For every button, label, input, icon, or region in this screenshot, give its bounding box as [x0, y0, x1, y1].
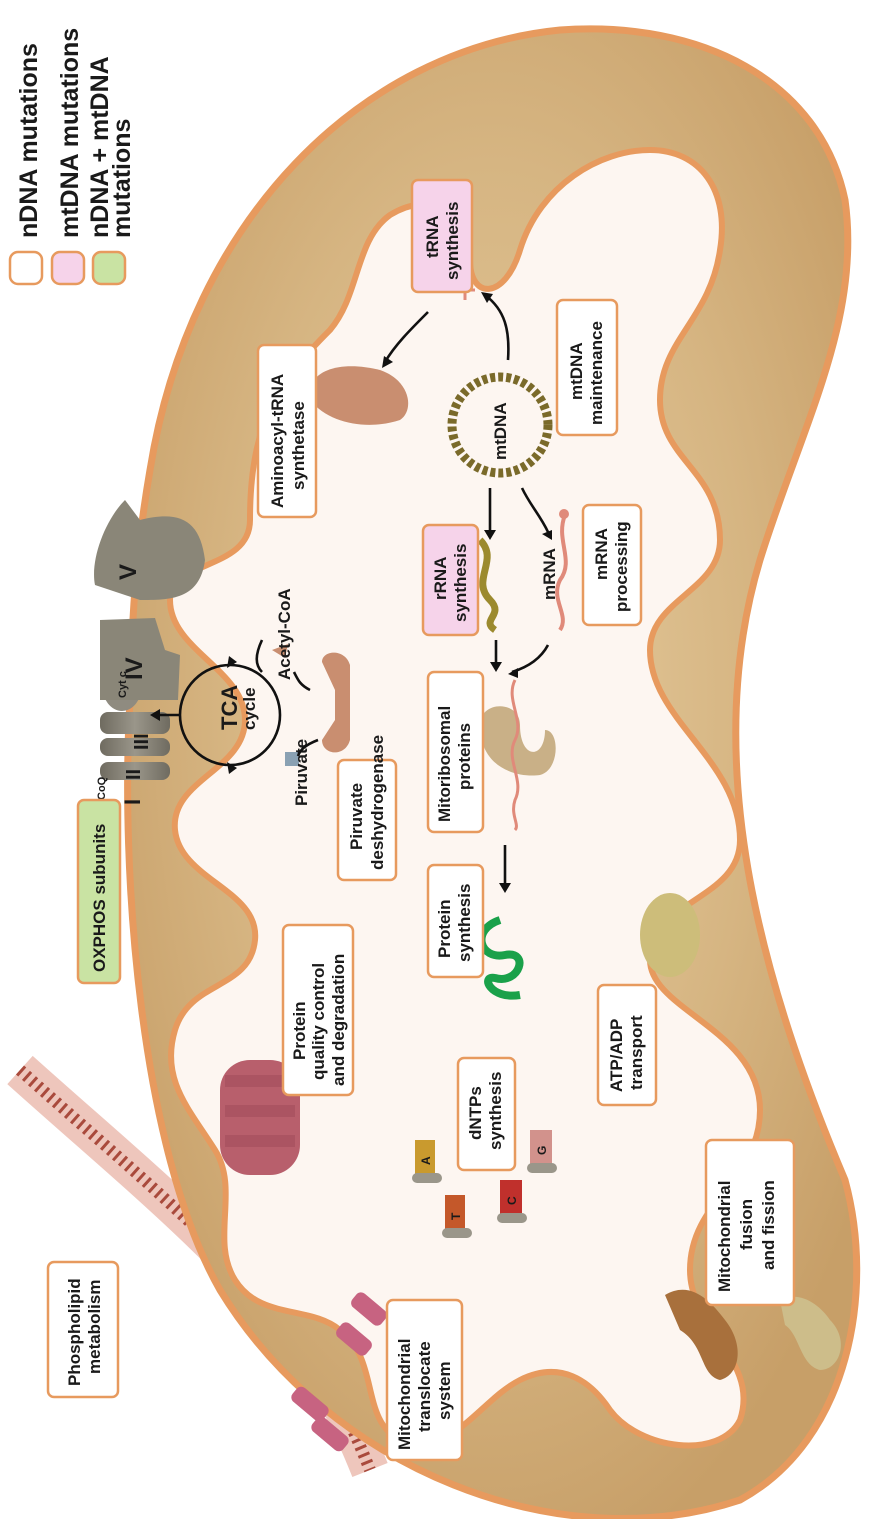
dntps-box: dNTPs synthesis — [458, 1058, 515, 1170]
complex-V-label: V — [115, 564, 142, 580]
coq-label: CoQ — [96, 776, 108, 800]
svg-text:quality control: quality control — [309, 963, 328, 1080]
svg-text:mtDNA: mtDNA — [567, 342, 586, 400]
svg-text:synthesis: synthesis — [486, 1072, 505, 1150]
complex-I-label: I — [120, 799, 145, 805]
svg-text:fusion: fusion — [737, 1199, 756, 1250]
complex-IV-label: IV — [121, 657, 148, 680]
nucleotide-g-label: G — [535, 1146, 549, 1155]
svg-text:metabolism: metabolism — [85, 1280, 104, 1374]
legend-swatch-both — [93, 252, 125, 284]
atp-adp-transporter — [640, 893, 700, 977]
atp-adp-box: ATP/ADP transport — [598, 985, 656, 1105]
svg-text:ATP/ADP: ATP/ADP — [607, 1019, 626, 1092]
svg-text:synthesis: synthesis — [455, 884, 474, 962]
protein-syn-box: Protein synthesis — [428, 865, 483, 977]
legend-label-mtdna: mtDNA mutations — [56, 28, 84, 238]
acetyl-label: Acetyl-CoA — [275, 588, 294, 680]
complex-II-label: II — [123, 769, 145, 780]
svg-text:Mitochondrial: Mitochondrial — [715, 1181, 734, 1292]
svg-text:synthesis: synthesis — [451, 544, 470, 622]
mtdna-maint-box: mtDNA maintenance — [557, 300, 617, 435]
fusion-box: Mitochondrial fusion and fission — [706, 1140, 794, 1305]
svg-text:Mitochondrial: Mitochondrial — [395, 1339, 414, 1450]
svg-text:rRNA: rRNA — [431, 557, 450, 600]
svg-text:and degradation: and degradation — [329, 954, 348, 1086]
svg-text:transport: transport — [627, 1015, 646, 1090]
rrna-box: rRNA synthesis — [423, 525, 478, 635]
svg-text:Protein: Protein — [290, 1001, 309, 1060]
svg-text:Phospholipid: Phospholipid — [65, 1278, 84, 1386]
legend-swatch-mtdna — [52, 252, 84, 284]
svg-text:synthetase: synthetase — [289, 401, 308, 490]
tca-label: TCA — [217, 685, 242, 730]
aminoacyl-box: Aminoacyl-tRNA synthetase — [258, 345, 316, 517]
oxphos-box: OXPHOS subunits — [78, 800, 120, 983]
svg-text:maintenance: maintenance — [587, 321, 606, 425]
svg-text:processing: processing — [612, 521, 631, 612]
mtdna-label: mtDNA — [491, 402, 510, 460]
svg-text:tRNA: tRNA — [423, 216, 442, 259]
trna-box: tRNA synthesis — [412, 180, 472, 292]
translocate-box: Mitochondrial translocate system — [387, 1300, 462, 1460]
mrna-proc-box: mRNA processing — [583, 505, 641, 625]
svg-text:Mitoribosomal: Mitoribosomal — [435, 706, 454, 822]
legend-label-both-cont: mutations — [108, 119, 136, 238]
complex-III-label: III — [131, 733, 153, 750]
phospholipid-box: Phospholipid metabolism — [48, 1262, 118, 1397]
nucleotide-c-label: C — [505, 1196, 519, 1205]
svg-text:deshydrogenase: deshydrogenase — [368, 735, 387, 870]
svg-text:system: system — [435, 1361, 454, 1420]
svg-text:Aminoacyl-tRNA: Aminoacyl-tRNA — [268, 374, 287, 508]
protein-qc-box: Protein quality control and degradation — [283, 925, 353, 1095]
svg-text:proteins: proteins — [455, 723, 474, 790]
mrna-label-group: mRNA — [540, 548, 559, 600]
svg-text:translocate: translocate — [415, 1341, 434, 1432]
mitoribosomal-box: Mitoribosomal proteins — [428, 672, 483, 832]
legend-swatch-ndna — [10, 252, 42, 284]
svg-text:synthesis: synthesis — [443, 202, 462, 280]
legend-label-ndna: nDNA mutations — [15, 43, 43, 238]
nucleotide-t-label: T — [449, 1212, 463, 1220]
svg-text:Protein: Protein — [435, 899, 454, 958]
svg-text:Piruvate: Piruvate — [347, 783, 366, 850]
svg-text:OXPHOS subunits: OXPHOS subunits — [90, 824, 109, 972]
tca-sub-label: cycle — [240, 687, 259, 730]
mrna-label: mRNA — [540, 548, 559, 600]
svg-text:dNTPs: dNTPs — [466, 1086, 485, 1140]
svg-text:mRNA: mRNA — [592, 528, 611, 580]
nucleotide-a-label: A — [419, 1156, 433, 1165]
svg-text:and fission: and fission — [759, 1180, 778, 1270]
legend: nDNA mutations mtDNA mutations nDNA + mt… — [10, 28, 136, 284]
